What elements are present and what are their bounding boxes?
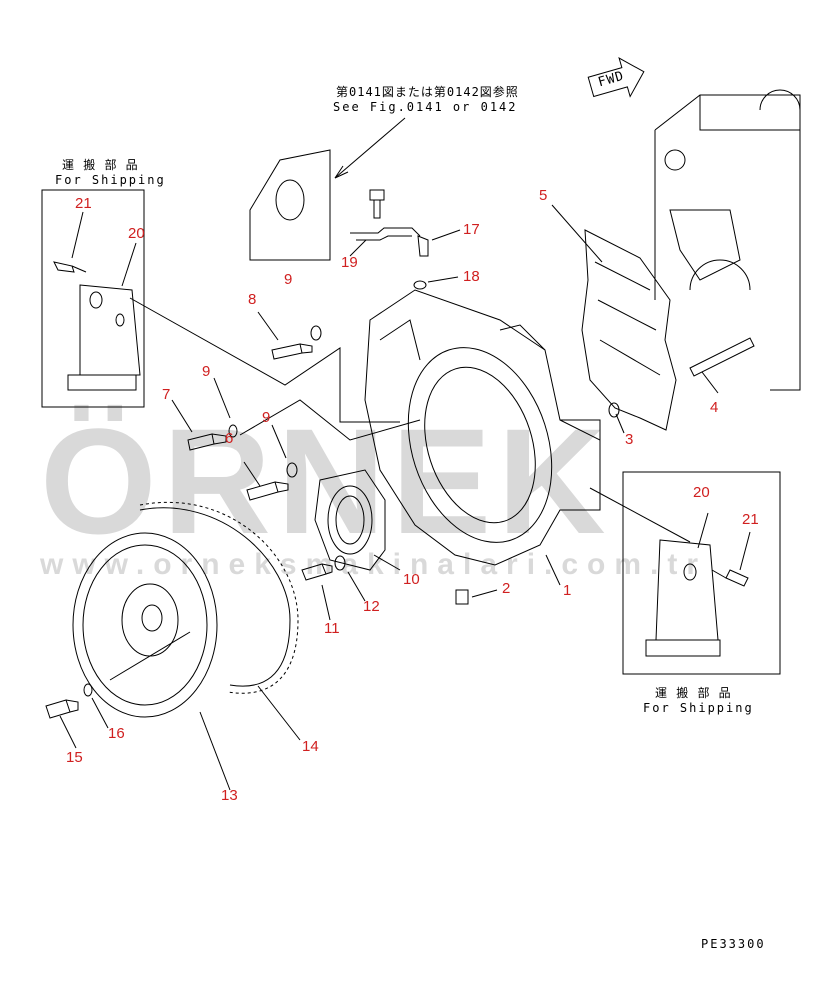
- bolt-15: [45, 699, 79, 719]
- bolt-8: [271, 343, 313, 360]
- reference-leader: [334, 117, 406, 179]
- washer-9a: [310, 325, 322, 341]
- drain-plug: [455, 589, 469, 605]
- callout-14: 14: [302, 738, 319, 755]
- callout-11: 11: [324, 620, 340, 637]
- callout-9-top: 9: [284, 271, 293, 288]
- shipping-jp-left: 運 搬 部 品: [62, 158, 139, 172]
- guide-line-1: [129, 297, 400, 423]
- guide-line-3: [589, 487, 691, 543]
- callout-9-mid: 9: [202, 363, 211, 380]
- callout-19: 19: [341, 254, 358, 271]
- bolt-7: [187, 433, 227, 451]
- callout-9-low: 9: [262, 409, 271, 426]
- shipping-jp-right: 運 搬 部 品: [655, 686, 732, 700]
- callout-7: 7: [162, 386, 171, 403]
- engine-block: [654, 89, 801, 391]
- callout-21-left: 21: [75, 195, 92, 212]
- gasket: [581, 229, 677, 431]
- reference-part: [249, 149, 331, 261]
- callout-10: 10: [403, 571, 420, 588]
- callout-5: 5: [539, 187, 548, 204]
- watermark-url: www.orneksmakinalari.com.tr: [40, 548, 708, 581]
- callout-15: 15: [66, 749, 83, 766]
- ring-gear: [139, 501, 299, 694]
- washer-16: [83, 683, 93, 697]
- callout-18: 18: [463, 268, 480, 285]
- flywheel-housing: [364, 289, 601, 566]
- bolt-left-box: [53, 261, 87, 273]
- watermark-brand: ÖRNEK: [40, 397, 612, 565]
- callout-12: 12: [363, 598, 380, 615]
- see-ref-jp: 第0141図または第0142図参照: [336, 85, 519, 99]
- callout-16: 16: [108, 725, 125, 742]
- bracket-left: [67, 284, 141, 391]
- shipping-box-right: [622, 471, 781, 675]
- callout-3: 3: [625, 431, 634, 448]
- top-bolt: [369, 189, 385, 219]
- guide-line-2: [239, 399, 421, 441]
- callout-13: 13: [221, 787, 238, 804]
- pipe-fitting: [350, 227, 421, 241]
- callout-21-right: 21: [742, 511, 759, 528]
- washer-9c: [286, 462, 298, 478]
- callout-4: 4: [710, 399, 719, 416]
- shipping-en-left: For Shipping: [55, 173, 166, 187]
- callout-2: 2: [502, 580, 511, 597]
- bolt-right-box: [711, 569, 749, 587]
- drawing-code: PE33300: [701, 937, 766, 951]
- callout-17: 17: [463, 221, 480, 238]
- washer-18: [413, 280, 427, 290]
- shipping-box-left: [41, 189, 145, 408]
- oil-seal: [314, 469, 386, 571]
- bolt-6: [246, 481, 289, 501]
- callout-6: 6: [225, 430, 234, 447]
- guide-line-4: [109, 631, 191, 681]
- washer-12: [334, 555, 346, 571]
- bracket-right: [645, 539, 721, 657]
- see-ref-en: See Fig.0141 or 0142: [333, 100, 518, 114]
- dowel-pin: [689, 337, 755, 377]
- fwd-arrow: [587, 56, 645, 98]
- callout-20-left: 20: [128, 225, 145, 242]
- callout-1: 1: [563, 582, 572, 599]
- shipping-en-right: For Shipping: [643, 701, 754, 715]
- washer-9b: [228, 424, 238, 438]
- flywheel: [72, 532, 218, 718]
- bolt-11: [301, 563, 333, 581]
- callout-8: 8: [248, 291, 257, 308]
- callout-20-right: 20: [693, 484, 710, 501]
- sleeve: [608, 402, 620, 418]
